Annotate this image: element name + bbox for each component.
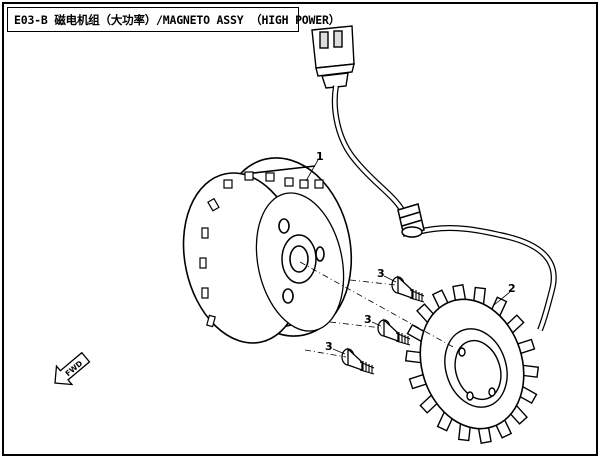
callout-3-middle: 3 xyxy=(364,313,372,326)
stator-coil xyxy=(404,284,540,444)
wire-connector xyxy=(311,25,355,89)
diagram-title: E03-B 磁电机组（大功率）/MAGNETO ASSY （HIGH POWER… xyxy=(14,12,341,27)
callout-1: 1 xyxy=(316,150,324,163)
callout-3-lower: 3 xyxy=(325,340,333,353)
assembly-centerlines xyxy=(299,261,456,358)
bolt-lower xyxy=(341,347,375,375)
bolt-middle xyxy=(377,318,411,346)
flywheel-rotor xyxy=(182,157,353,344)
title-box: E03-B 磁电机组（大功率）/MAGNETO ASSY （HIGH POWER… xyxy=(7,7,340,32)
callout-leaders xyxy=(305,159,511,355)
bolt-upper xyxy=(391,275,425,303)
wire-harness xyxy=(331,85,557,332)
callout-3-upper: 3 xyxy=(377,267,385,280)
fwd-direction-arrow: FWD xyxy=(54,351,91,386)
wire-grommet xyxy=(397,203,425,238)
callout-2: 2 xyxy=(508,282,516,295)
